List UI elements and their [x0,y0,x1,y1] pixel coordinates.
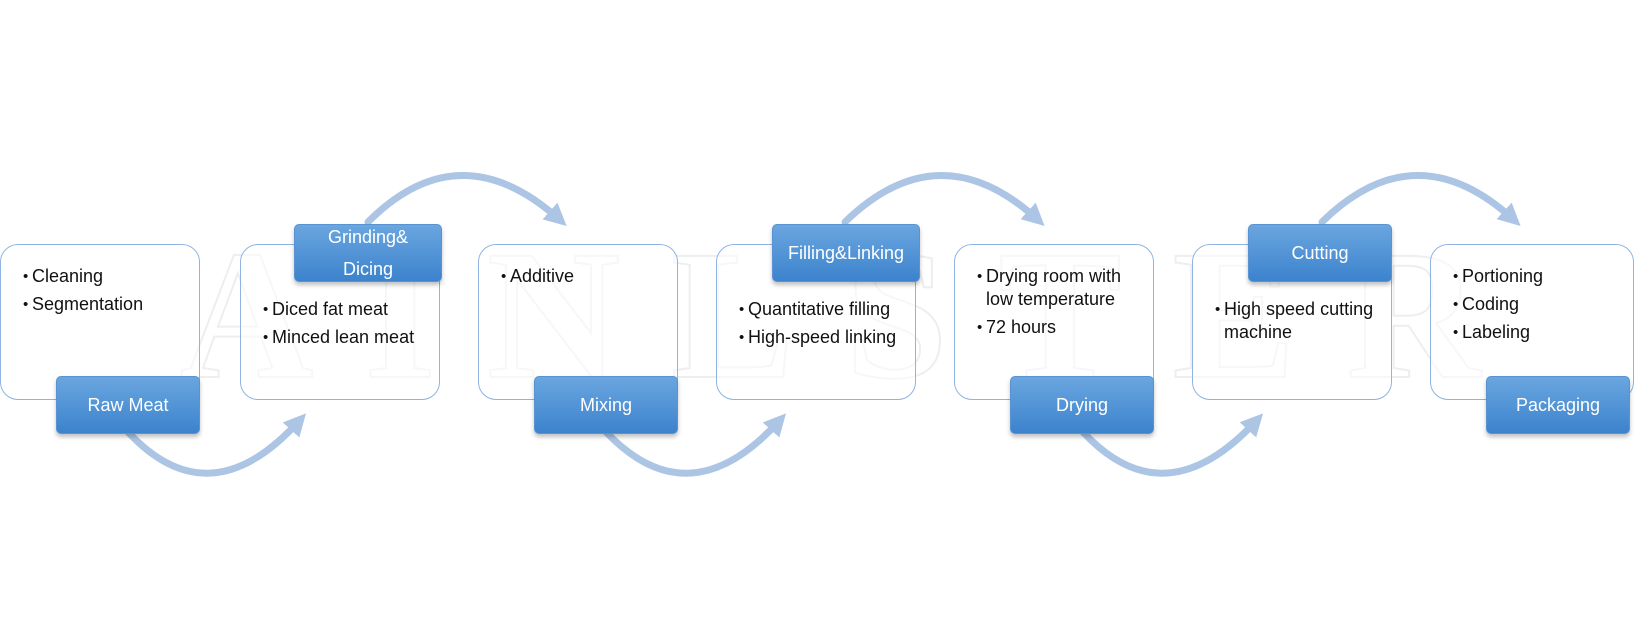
step-filling-linking-bullets: Quantitative filling High-speed linking [739,298,915,354]
arrow-cutting-to-packaging [1318,172,1521,227]
arrow-filling-to-drying [841,172,1045,227]
step-packaging-label: Packaging [1486,376,1630,434]
bullet-item: Diced fat meat [263,298,439,321]
step-drying-label: Drying [1010,376,1154,434]
bullet-item: Segmentation [23,293,199,316]
step-mixing-bullets: Additive [501,265,677,293]
step-cutting-label: Cutting [1248,224,1392,282]
step-drying-bullets: Drying room with low temperature 72 hour… [977,265,1153,344]
bullet-item: Drying room with low temperature [977,265,1153,311]
step-raw-meat-bullets: Cleaning Segmentation [23,265,199,321]
step-packaging-box: Portioning Coding Labeling [1430,244,1634,400]
step-cutting-bullets: High speed cutting machine [1215,298,1391,349]
bullet-item: Coding [1453,293,1629,316]
step-grinding-dicing-bullets: Diced fat meat Minced lean meat [263,298,439,354]
step-drying-box: Drying room with low temperature 72 hour… [954,244,1154,400]
bullet-item: Additive [501,265,677,288]
step-grinding-dicing-label: Grinding& Dicing [294,224,442,282]
bullet-item: High-speed linking [739,326,915,349]
bullet-item: Labeling [1453,321,1629,344]
bullet-item: Portioning [1453,265,1629,288]
step-raw-meat-box: Cleaning Segmentation [0,244,200,400]
bullet-item: Cleaning [23,265,199,288]
bullet-item: 72 hours [977,316,1153,339]
step-filling-linking-label: Filling&Linking [772,224,920,282]
bullet-item: Minced lean meat [263,326,439,349]
step-mixing-label: Mixing [534,376,678,434]
step-raw-meat-label: Raw Meat [56,376,200,434]
arrow-grinding-to-mixing [364,172,567,226]
bullet-item: High speed cutting machine [1215,298,1391,344]
bullet-item: Quantitative filling [739,298,915,321]
step-packaging-bullets: Portioning Coding Labeling [1453,265,1629,349]
